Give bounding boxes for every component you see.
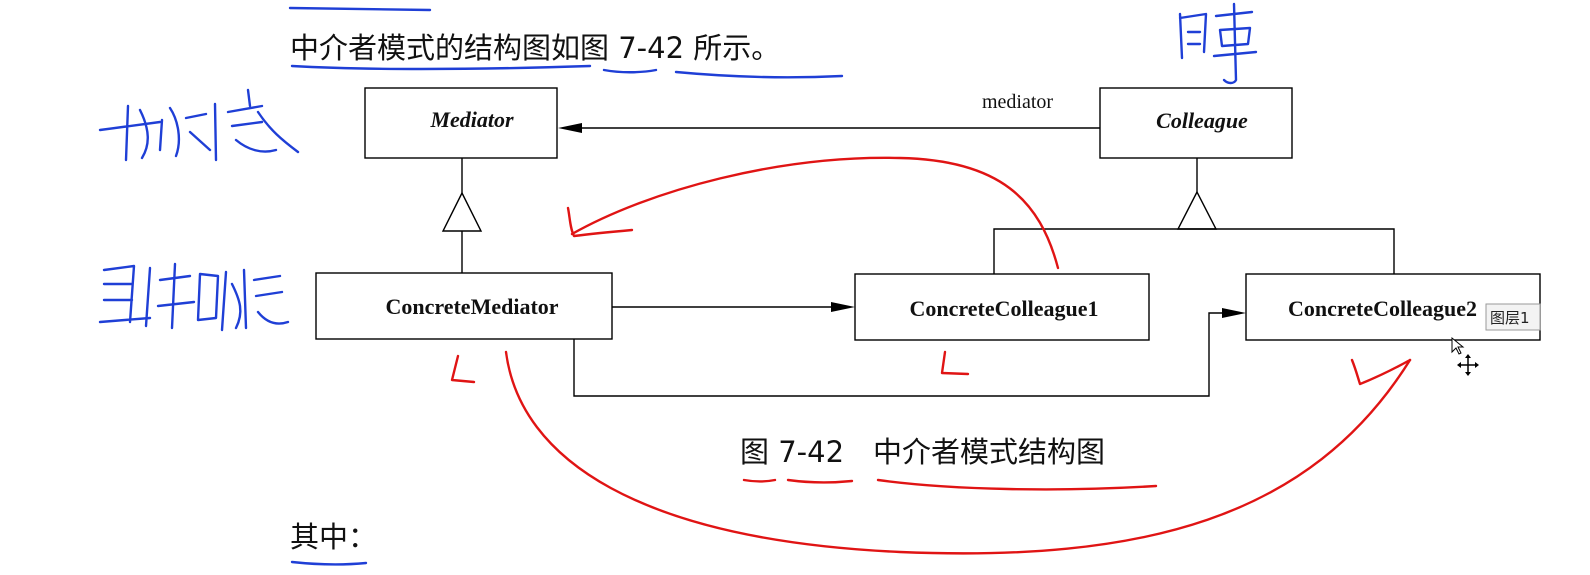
figure-caption: 图 7-42 中介者模式结构图 xyxy=(740,435,1105,469)
handwritten-note-colleague xyxy=(1178,2,1258,85)
red-curve-cc1-to-cm xyxy=(566,156,1060,270)
mediator-class-label: Mediator xyxy=(429,107,514,132)
concrete-mediator-label: ConcreteMediator xyxy=(385,294,558,319)
handwritten-note-concrete-mediator xyxy=(98,262,290,332)
intro-underline-2 xyxy=(602,68,658,74)
intro-underline-3 xyxy=(674,70,844,79)
intro-underline-1 xyxy=(290,64,592,71)
concrete-colleague1-label: ConcreteColleague1 xyxy=(910,296,1099,321)
colleague-class-label: Colleague xyxy=(1156,108,1248,133)
layer-tooltip-text: 图层1 xyxy=(1490,309,1530,327)
footer-underline xyxy=(290,560,368,566)
handwritten-note-abstract-mediator xyxy=(98,88,300,162)
red-tick-marks xyxy=(450,350,970,384)
inheritance-colleague xyxy=(993,158,1395,274)
caption-underline-1 xyxy=(742,478,777,483)
move-cursor-icon xyxy=(1457,354,1479,376)
association-cm-to-cc1 xyxy=(612,302,855,312)
caption-underline-3 xyxy=(876,478,1158,491)
layer-tooltip: 图层1 xyxy=(1485,303,1541,331)
concrete-colleague1-class[interactable]: ConcreteColleague1 xyxy=(854,273,1150,341)
mouse-cursor-icon xyxy=(1451,336,1465,355)
colleague-class[interactable]: Colleague xyxy=(1099,87,1293,159)
association-cm-to-cc2 xyxy=(573,308,1246,397)
inheritance-mediator xyxy=(441,158,483,273)
mediator-class[interactable]: Mediator xyxy=(364,87,558,159)
association-label: mediator xyxy=(982,91,1053,113)
footer-text: 其中： xyxy=(290,520,377,554)
intro-line: 中介者模式的结构图如图 7-42 所示。 xyxy=(290,31,780,65)
concrete-colleague2-label: ConcreteColleague2 xyxy=(1288,296,1477,321)
heading-cutoff xyxy=(288,6,432,12)
concrete-mediator-class[interactable]: ConcreteMediator xyxy=(315,272,613,340)
caption-underline-2 xyxy=(786,478,854,484)
red-curve-cm-to-cc2 xyxy=(504,350,1412,555)
association-colleague-to-mediator xyxy=(558,123,1100,133)
